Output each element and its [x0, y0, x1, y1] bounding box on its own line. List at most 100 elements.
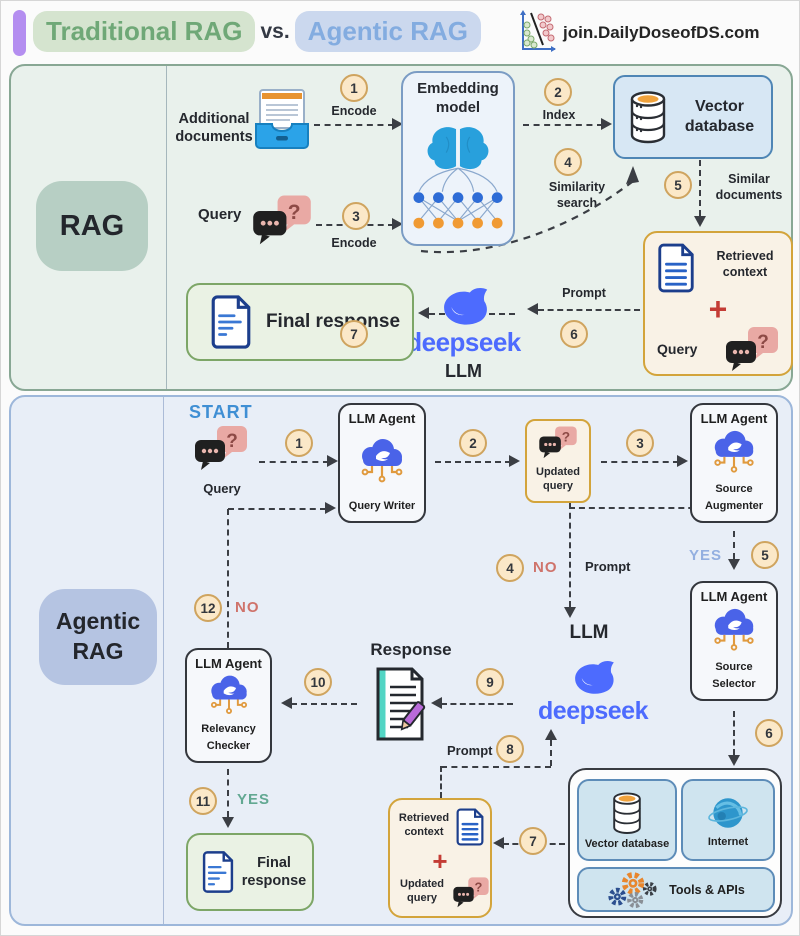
vector-database-box: Vector database [613, 75, 773, 159]
line-a11 [227, 769, 229, 817]
svg-text:?: ? [562, 430, 570, 445]
agent-title: LLM Agent [195, 656, 262, 671]
globe-icon [708, 798, 748, 828]
vector-database-tile-label: Vector database [584, 837, 670, 850]
step-circle-a1: 1 [285, 429, 313, 457]
vector-database-label: Vector database [684, 98, 755, 135]
arrowhead-step5 [694, 216, 706, 227]
step-circle-a9: 9 [476, 668, 504, 696]
agent-role: Query Writer [348, 499, 416, 512]
encode-label-3: Encode [331, 236, 377, 250]
document-icon [658, 243, 694, 293]
chat-icon-small: ? [539, 426, 577, 459]
arrowhead-step2 [601, 118, 612, 130]
response-doc-icon [376, 667, 426, 741]
step-circle-7: 7 [340, 320, 368, 348]
llm-label: LLM [445, 361, 482, 381]
agent-cloud-icon [361, 438, 403, 483]
encode-label-1: Encode [331, 104, 377, 118]
step-circle-a10: 10 [304, 668, 332, 696]
embedding-model-box: Embedding model [401, 71, 515, 246]
step-circle-1: 1 [340, 74, 368, 102]
retrieved-context-box: Retrieved context + Query ? [643, 231, 793, 376]
line-step6 [538, 309, 640, 311]
agent-cloud-icon [714, 609, 754, 652]
source-augmenter-agent-box: LLM Agent Source Augmenter [690, 403, 778, 523]
arrow-a1 [259, 461, 329, 463]
final-response-box: Final response [186, 833, 314, 911]
step-circle-2: 2 [544, 78, 572, 106]
source-selector-agent-box: LLM Agent Source Selector [690, 581, 778, 701]
plus-sign: + [432, 846, 448, 876]
arrowhead-step7 [418, 307, 429, 319]
final-response-label: Final response [241, 854, 307, 889]
updated-query-label: Updated query [536, 466, 580, 492]
retrieved-context-box: Retrieved context + Updated query ? [388, 798, 492, 918]
retrieved-query-label: Query [657, 341, 698, 357]
line-a6 [733, 711, 735, 755]
sources-group-box: Vector database Internet [568, 768, 782, 918]
tools-apis-tile-label: Tools & APIs [669, 882, 745, 897]
no-label: NO [533, 559, 558, 576]
brain-network-icon [413, 127, 503, 229]
step-circle-a8: 8 [496, 735, 524, 763]
similar-documents-label: Similar documents [715, 172, 783, 202]
updated-query-box: ? Updated query [525, 419, 591, 503]
header: Traditional RAG vs. Agentic RAG join.Dai… [1, 1, 799, 63]
document-icon [456, 808, 484, 846]
prompt-label-a4: Prompt [585, 559, 631, 574]
database-icon [613, 791, 641, 834]
arrowhead-a10 [281, 697, 292, 709]
retrieved-context-label: Retrieved context [716, 249, 774, 279]
step-circle-6: 6 [560, 320, 588, 348]
query-writer-agent-box: LLM Agent Query Writer [338, 403, 426, 523]
query-chat-icon: ? [195, 426, 247, 470]
scatter-plot-icon [520, 10, 556, 52]
arrow-a3 [601, 461, 679, 463]
start-label: START [189, 402, 253, 422]
yes-green-label: YES [237, 791, 271, 808]
yes-blue-label: YES [689, 547, 723, 564]
gears-icon [608, 871, 657, 908]
prompt-label: Prompt [562, 286, 606, 300]
agent-title: LLM Agent [348, 411, 416, 426]
line-step5 [699, 160, 701, 216]
agentic-divider [163, 397, 164, 924]
arrowhead-a1 [327, 455, 338, 467]
step-circle-4: 4 [554, 148, 582, 176]
agent-cloud-icon [210, 675, 247, 714]
title-vs: vs. [260, 19, 290, 43]
vector-database-tile: Vector database [577, 779, 677, 861]
site-link: join.DailyDoseofDS.com [563, 23, 760, 42]
step-circle-a7: 7 [519, 827, 547, 855]
arrowhead-a9 [431, 697, 442, 709]
additional-documents-label: Additional documents [175, 111, 253, 146]
final-response-box: Final response [186, 283, 414, 361]
plus-sign: + [708, 291, 728, 327]
llm-label: LLM [569, 622, 609, 643]
agent-role: Relevancy Checker [201, 722, 256, 752]
line-a12-v [227, 509, 229, 648]
similarity-search-label: Similarity search [548, 180, 606, 210]
accent-bar [13, 10, 26, 56]
deepseek-llm: deepseek [523, 659, 663, 726]
svg-text:?: ? [288, 201, 301, 224]
relevancy-checker-agent-box: LLM Agent Relevancy Checker [185, 648, 272, 763]
step-circle-a6: 6 [755, 719, 783, 747]
agentic-section-label: Agentic RAG [39, 589, 157, 685]
updated-query-label-2: Updated query [400, 878, 444, 904]
line-a12-h [228, 508, 326, 510]
arrowhead-a3 [677, 455, 688, 467]
arrowhead-step1 [392, 118, 403, 130]
arrow-step2 [523, 124, 603, 126]
line-a8-v2 [550, 740, 552, 766]
deepseek-wordmark: deepseek [538, 697, 648, 725]
line-a9 [441, 703, 513, 705]
chat-icon-small: ? [453, 877, 489, 908]
agent-role: Source Selector [712, 660, 756, 690]
similarity-search-arrow [420, 166, 639, 254]
arrowhead-a4 [564, 607, 576, 618]
agent-title: LLM Agent [700, 589, 768, 604]
arrow-a2 [435, 461, 511, 463]
final-response-label: Final response [265, 311, 401, 333]
